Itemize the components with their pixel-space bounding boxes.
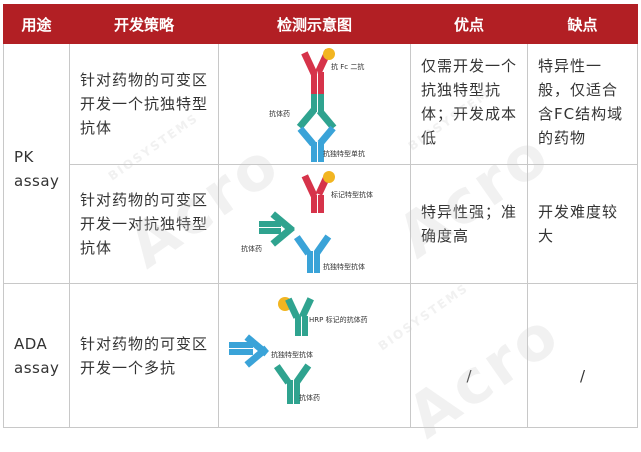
hrp-dot-icon (323, 171, 335, 183)
diagram-label: 抗独特型抗体 (271, 350, 313, 359)
header-strategy: 开发策略 (69, 4, 219, 44)
diagram-cell: 标记特型抗体 抗体药 抗独特型抗体 (218, 164, 411, 284)
diagram-label: 抗体药 (269, 109, 290, 118)
ada-diagram: HRP 标记的抗体药 抗独特型抗体 抗体药 (229, 297, 368, 404)
strategy-cell: 针对药物的可变区开发一对抗独特型抗体 (69, 164, 219, 284)
pros-text: 仅需开发一个抗独特型抗体；开发成本低 (421, 57, 518, 147)
pk-diagram-2: 标记特型抗体 抗体药 抗独特型抗体 (241, 171, 373, 273)
cons-cell: / (527, 283, 638, 428)
strategy-cell: 针对药物的可变区开发一个多抗 (69, 283, 219, 428)
cons-cell: 特异性一般，仅适合含FC结构域的药物 (527, 43, 638, 165)
header-diagram: 检测示意图 (218, 4, 411, 44)
pros-cell: 特异性强；准确度高 (410, 164, 528, 284)
diagram-label: 抗独特型抗体 (323, 262, 365, 271)
hrp-labeled-drug-antibody-icon (285, 297, 314, 336)
drug-antibody-icon (296, 94, 337, 130)
assay-comparison-table: 用途 开发策略 检测示意图 优点 缺点 PK assay 针对药物的可变区开发一… (3, 4, 638, 428)
use-label: PK assay (14, 147, 60, 190)
pros-cell: / (410, 283, 528, 428)
cons-cell: 开发难度较大 (527, 164, 638, 284)
use-cell-pk: PK assay (3, 43, 70, 284)
table-header-row: 用途 开发策略 检测示意图 优点 缺点 (3, 4, 638, 44)
anti-drug-antibody-icon (229, 334, 269, 368)
hrp-dot-icon (323, 48, 335, 60)
diagram-label: 抗体药 (299, 393, 320, 402)
diagram-label: HRP 标记的抗体药 (309, 315, 368, 324)
strategy-text: 针对药物的可变区开发一对抗独特型抗体 (80, 191, 209, 257)
pros-text: / (466, 366, 472, 385)
diagram-label: 抗 Fc 二抗 (331, 62, 364, 71)
header-pros: 优点 (410, 4, 528, 44)
use-label: ADA assay (14, 334, 60, 377)
cons-text: 开发难度较大 (538, 203, 619, 245)
table-row: 针对药物的可变区开发一对抗独特型抗体 (4, 164, 638, 284)
cons-text: 特异性一般，仅适合含FC结构域的药物 (538, 57, 624, 147)
drug-antibody-icon (273, 363, 312, 404)
strategy-text: 针对药物的可变区开发一个多抗 (80, 334, 209, 377)
pros-text: 特异性强；准确度高 (421, 203, 518, 245)
anti-idiotype-antibody-icon (293, 234, 332, 273)
diagram-label: 标记特型抗体 (331, 190, 373, 199)
cons-text: / (579, 366, 586, 385)
diagram-cell: HRP 标记的抗体药 抗独特型抗体 抗体药 (218, 283, 411, 428)
table-row: ADA assay 针对药物的可变区开发一个多抗 (3, 283, 638, 428)
diagram-label: 抗独特型单抗 (323, 149, 365, 158)
header-cons: 缺点 (527, 4, 638, 44)
anti-idiotype-antibody-icon (297, 125, 336, 162)
pk-diagram-1: 抗 Fc 二抗 抗体药 抗独特型单抗 (269, 48, 365, 162)
diagram-label: 抗体药 (241, 244, 262, 253)
use-cell-ada: ADA assay (3, 283, 70, 428)
strategy-text: 针对药物的可变区开发一个抗独特型抗体 (80, 71, 209, 137)
diagram-cell: 抗 Fc 二抗 抗体药 抗独特型单抗 (218, 43, 411, 165)
strategy-cell: 针对药物的可变区开发一个抗独特型抗体 (69, 43, 219, 165)
drug-antibody-icon (259, 211, 295, 247)
pros-cell: 仅需开发一个抗独特型抗体；开发成本低 (410, 43, 528, 165)
table-row: PK assay 针对药物的可变区开发一个抗独特型抗体 (3, 43, 638, 284)
header-use: 用途 (3, 4, 70, 44)
